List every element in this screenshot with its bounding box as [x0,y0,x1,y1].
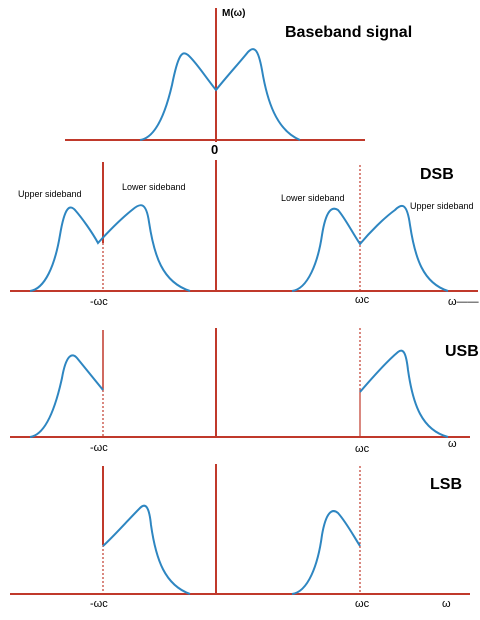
baseband-spectrum-curve [139,48,301,141]
baseband-title: Baseband signal [285,24,413,41]
lsb-left-spectrum-curve [102,504,191,595]
usb-pos-carrier-label: ωc [355,443,370,455]
baseband-origin-label: 0 [211,142,219,157]
dsb-right-spectrum-curve [291,204,449,292]
dsb-neg-carrier-label: -ωc [90,296,108,308]
lsb-frequency-label: ω [442,598,451,610]
usb-left-spectrum-curve [29,354,104,438]
lsb-panel [10,464,470,595]
dsb-pos-carrier-label: ωc [355,294,370,306]
usb-frequency-label: ω [448,438,457,450]
lsb-title: LSB [430,476,462,493]
dsb-left-lower-sideband-label: Lower sideband [122,182,186,192]
baseband-ylabel: M(ω) [222,8,246,19]
dsb-frequency-label: ω—— [448,296,479,308]
lsb-right-spectrum-curve [291,510,361,595]
dsb-left-spectrum-curve [29,204,191,292]
dsb-left-upper-sideband-label: Upper sideband [18,189,82,199]
lsb-pos-carrier-label: ωc [355,598,370,610]
lsb-neg-carrier-label: -ωc [90,598,108,610]
usb-panel [10,328,470,438]
dsb-right-lower-sideband-label: Lower sideband [281,193,345,203]
baseband-panel [65,8,365,142]
usb-title: USB [445,343,479,360]
dsb-panel [10,160,478,292]
dsb-title: DSB [420,166,454,183]
usb-right-spectrum-curve [359,349,449,438]
usb-neg-carrier-label: -ωc [90,442,108,454]
dsb-right-upper-sideband-label: Upper sideband [410,201,474,211]
